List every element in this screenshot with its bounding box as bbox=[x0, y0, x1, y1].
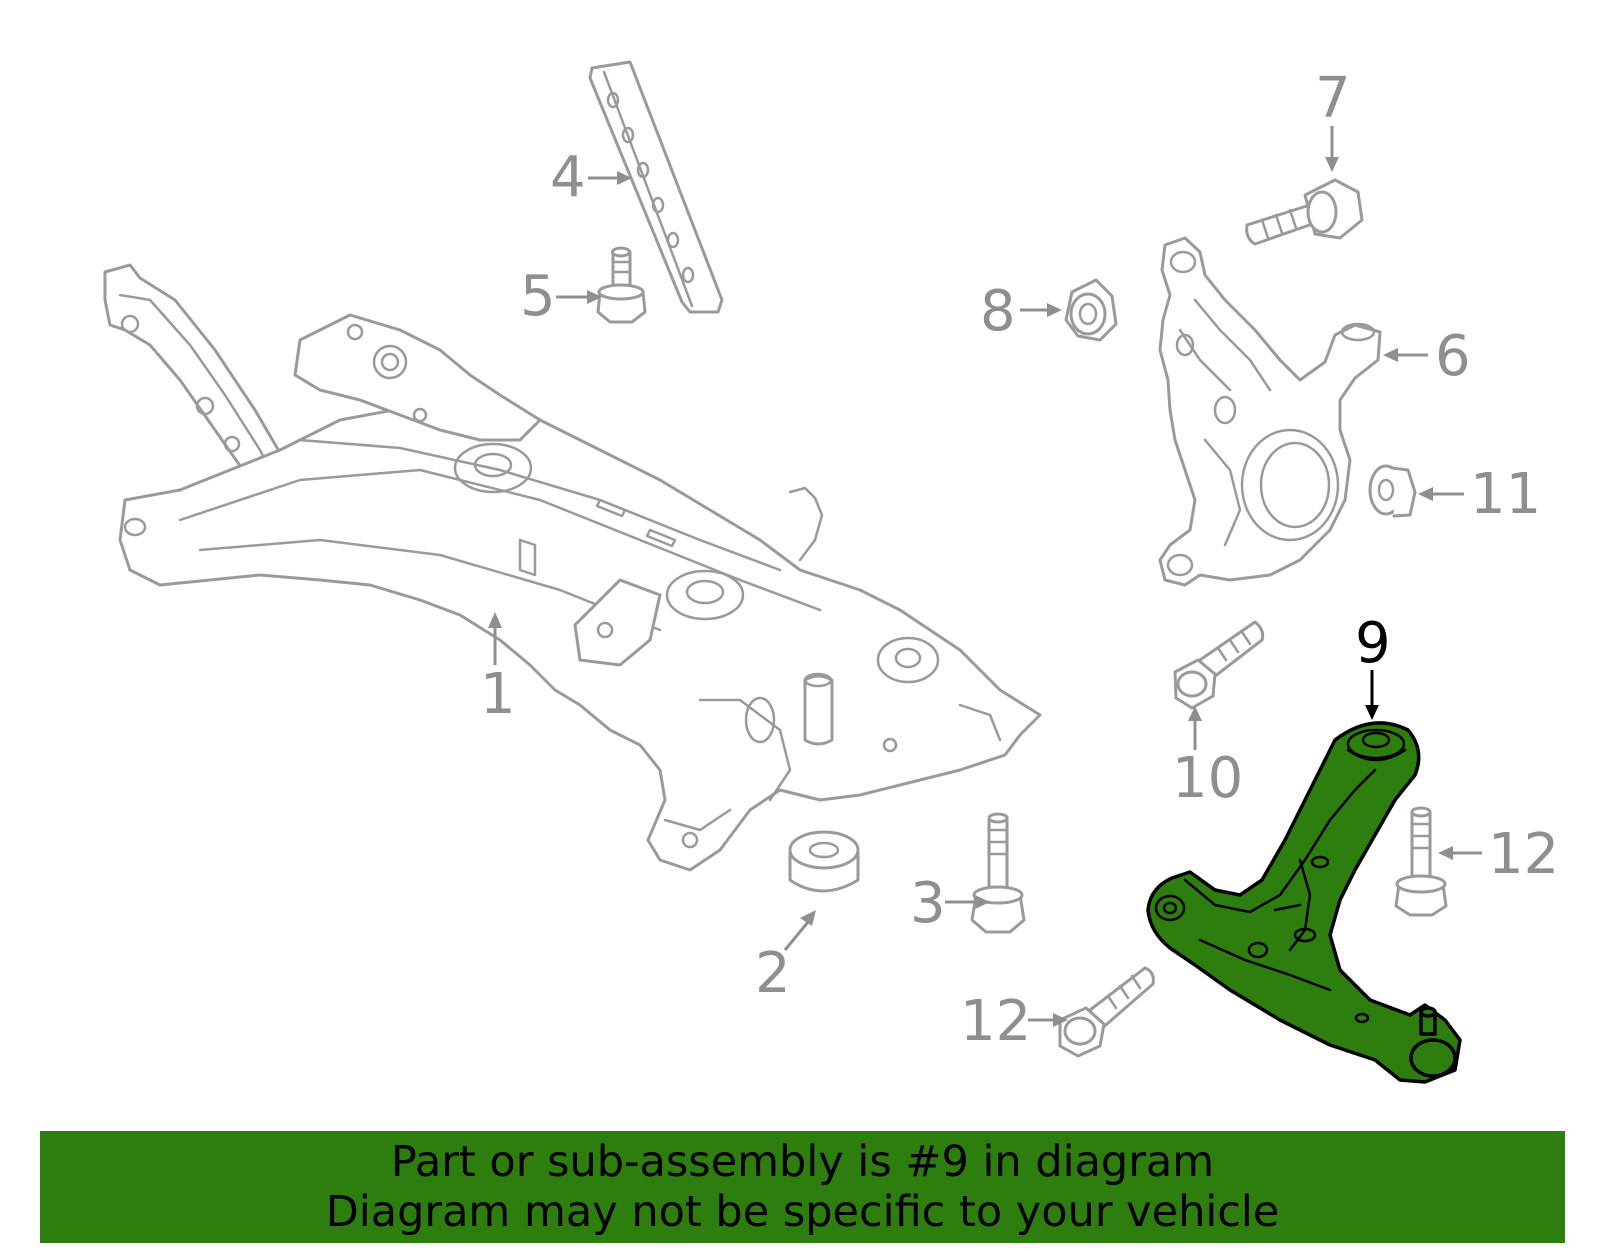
part-9-control-arm bbox=[1146, 721, 1462, 1084]
callout-2: 2 bbox=[755, 910, 816, 1006]
callout-12-upper-label: 12 bbox=[1488, 822, 1559, 887]
callout-3: 3 bbox=[910, 871, 990, 936]
callout-4: 4 bbox=[550, 145, 632, 210]
part-12-bolt-angled bbox=[1058, 966, 1155, 1058]
part-6-knuckle bbox=[1158, 236, 1382, 587]
callout-8: 8 bbox=[980, 279, 1062, 344]
info-banner: Part or sub-assembly is #9 in diagram Di… bbox=[40, 1131, 1565, 1243]
banner-line-1: Part or sub-assembly is #9 in diagram bbox=[390, 1137, 1215, 1187]
callout-2-label: 2 bbox=[755, 941, 791, 1006]
callout-7-label: 7 bbox=[1315, 66, 1351, 131]
callout-5: 5 bbox=[520, 264, 602, 329]
callout-6: 6 bbox=[1383, 324, 1471, 389]
part-12-bolt-vertical bbox=[1394, 806, 1448, 917]
part-4-bracket bbox=[588, 60, 724, 314]
callout-9: 9 bbox=[1355, 611, 1391, 720]
callout-1: 1 bbox=[480, 612, 516, 727]
part-7-bolt bbox=[1245, 178, 1364, 246]
callout-8-label: 8 bbox=[980, 279, 1016, 344]
callout-10-label: 10 bbox=[1172, 746, 1243, 811]
callout-11: 11 bbox=[1418, 462, 1541, 527]
callout-12-lower: 12 bbox=[960, 989, 1068, 1054]
part-11-nut bbox=[1368, 464, 1417, 518]
callout-9-label: 9 bbox=[1355, 611, 1391, 676]
callout-12-lower-label: 12 bbox=[960, 989, 1031, 1054]
callout-4-label: 4 bbox=[550, 145, 586, 210]
part-3-bolt bbox=[970, 812, 1026, 934]
part-10-bolt bbox=[1173, 620, 1265, 710]
part-8-nut bbox=[1064, 278, 1118, 342]
callout-11-label: 11 bbox=[1470, 462, 1541, 527]
part-1-subframe bbox=[103, 263, 1042, 872]
callout-12-upper: 12 bbox=[1438, 822, 1559, 887]
callout-7: 7 bbox=[1315, 66, 1351, 172]
callout-3-label: 3 bbox=[910, 871, 946, 936]
part-5-bolt bbox=[596, 246, 647, 324]
banner-line-2: Diagram may not be specific to your vehi… bbox=[325, 1187, 1280, 1237]
callout-1-label: 1 bbox=[480, 662, 516, 727]
callout-10: 10 bbox=[1172, 706, 1243, 811]
part-2-bushing bbox=[788, 830, 860, 893]
callout-6-label: 6 bbox=[1435, 324, 1471, 389]
callout-5-label: 5 bbox=[520, 264, 556, 329]
